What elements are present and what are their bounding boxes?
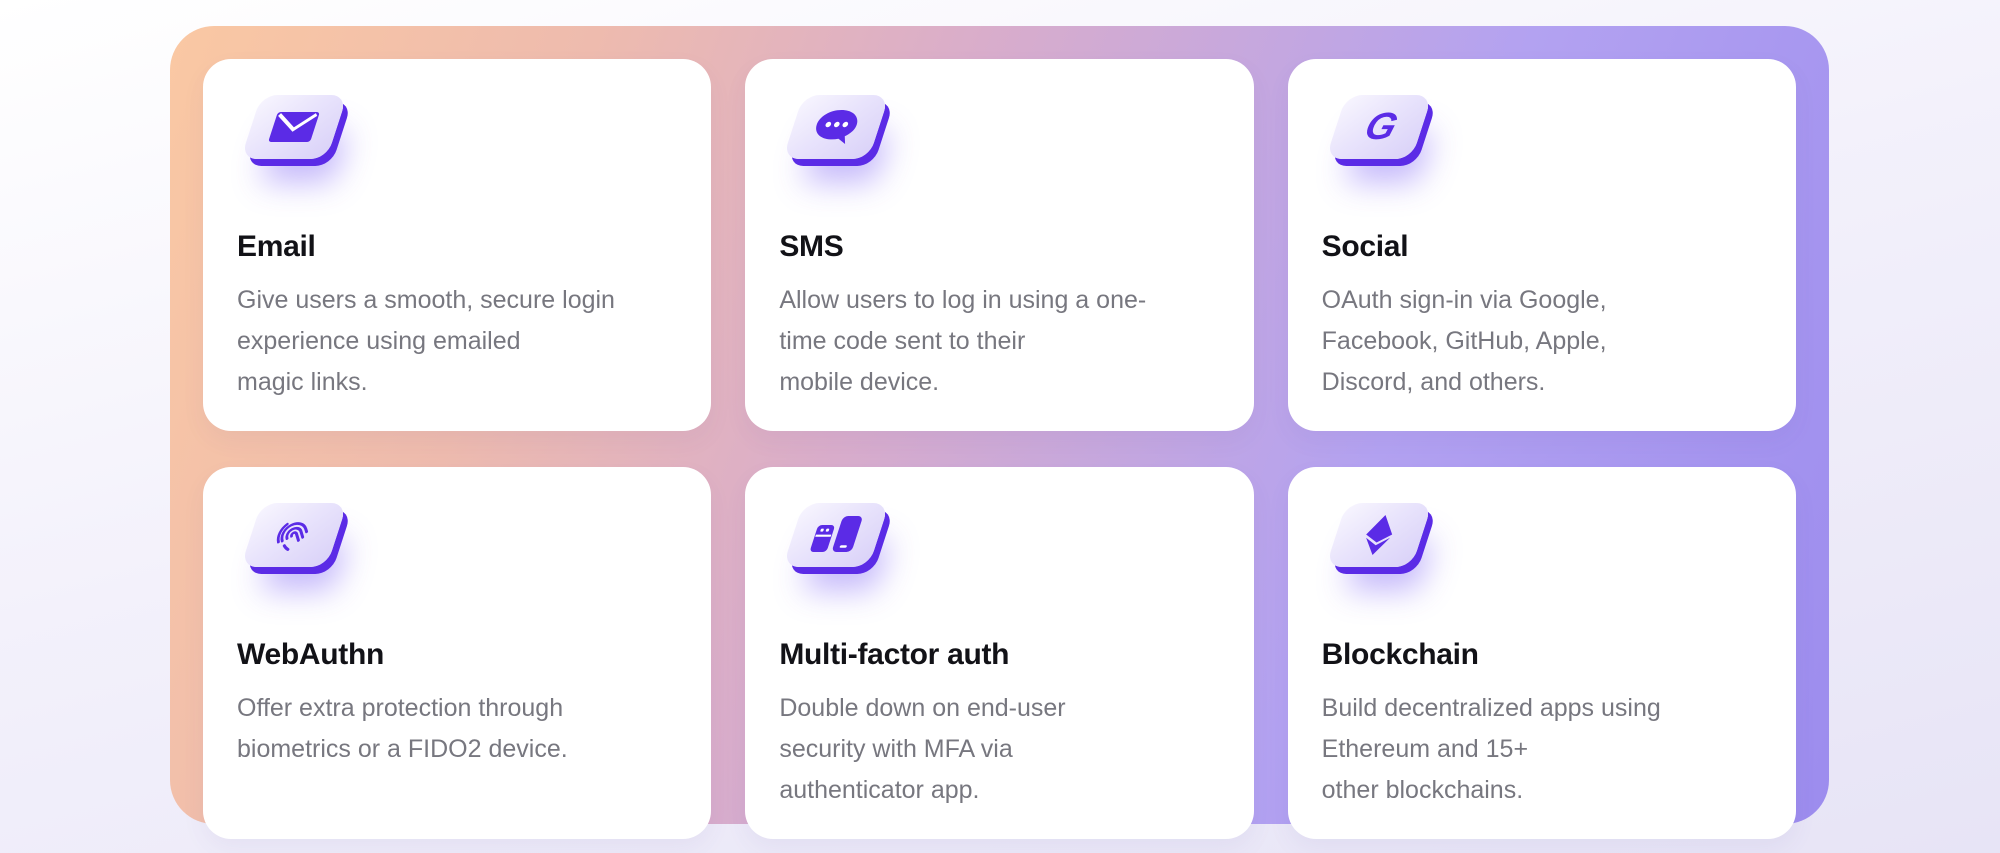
card-description: Give users a smooth, secure login experi… [237,286,615,396]
fingerprint-icon [240,503,348,567]
ethereum-icon [1325,503,1433,567]
email-icon [240,95,348,159]
feature-card-blockchain: Blockchain Build decentralized apps usin… [1287,467,1796,839]
mfa-devices-icon [782,503,890,567]
card-title: SMS [779,230,844,263]
card-description: Allow users to log in using a one- time … [779,286,1147,396]
icon-row [1322,497,1758,605]
feature-card-social: G Social OAuth sign-in via Google, Faceb… [1287,59,1796,431]
social-g-icon: G [1325,95,1433,159]
sms-icon [782,95,890,159]
card-title: Multi-factor auth [779,638,1010,671]
card-title: WebAuthn [237,638,385,671]
card-description: Offer extra protection through biometric… [237,694,568,763]
feature-card-mfa: Multi-factor auth Double down on end-use… [745,467,1254,839]
icon-row [237,497,673,605]
feature-card-sms: SMS Allow users to log in using a one- t… [745,59,1254,431]
icon-row [237,89,673,197]
card-description: Build decentralized apps using Ethereum … [1321,694,1661,804]
google-g-letter: G [1359,106,1402,148]
feature-card-email: Email Give users a smooth, secure login … [203,59,712,431]
icon-row [779,89,1215,197]
icon-row [779,497,1215,605]
features-panel: Email Give users a smooth, secure login … [170,26,1829,839]
card-description: Double down on end-user security with MF… [779,694,1066,804]
icon-row: G [1322,89,1758,197]
card-title: Blockchain [1321,638,1479,671]
card-description: OAuth sign-in via Google, Facebook, GitH… [1321,286,1607,396]
feature-card-webauthn: WebAuthn Offer extra protection through … [203,467,712,839]
card-title: Email [237,230,316,263]
card-title: Social [1321,230,1409,263]
